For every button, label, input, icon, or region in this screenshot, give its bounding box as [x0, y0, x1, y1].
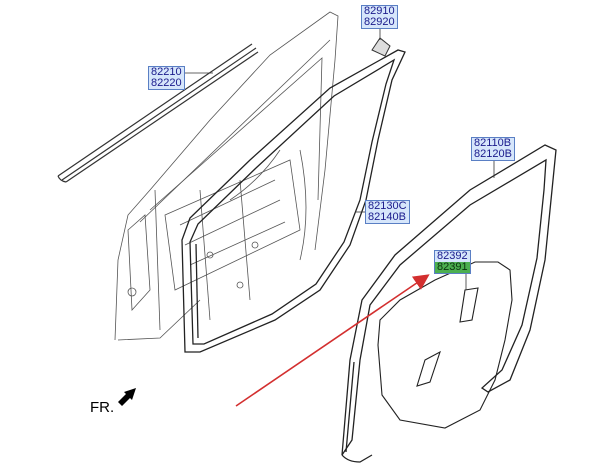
part-number-82130c: 82130C: [368, 200, 407, 212]
part-number-82140b: 82140B: [368, 211, 406, 223]
part-label-82910[interactable]: 82910 82920: [361, 5, 398, 29]
part-number-82392: 82392: [437, 250, 468, 262]
part-number-82120b: 82120B: [474, 148, 512, 160]
part-label-82210[interactable]: 82210 82220: [148, 66, 185, 90]
body-weatherstrip: [341, 144, 557, 463]
front-direction-label: FR.: [90, 399, 115, 416]
part-number-82210: 82210: [151, 66, 182, 78]
door-shell: [114, 11, 339, 341]
delta-cover-part: [371, 37, 391, 57]
belt-molding: [57, 43, 259, 183]
part-number-82910: 82910: [364, 5, 395, 17]
sealing-cover-panel: [377, 261, 513, 429]
part-number-82920: 82920: [364, 16, 395, 28]
part-number-82220: 82220: [151, 77, 182, 89]
front-direction-arrow: [118, 388, 136, 406]
red-pointer-arrow: [235, 274, 430, 407]
part-label-82392[interactable]: 82392 82391: [434, 250, 471, 274]
part-label-82130c[interactable]: 82130C 82140B: [365, 200, 410, 224]
door-weatherstrip: [181, 49, 406, 353]
leader-lines: [185, 29, 495, 290]
part-number-82110b: 82110B: [474, 137, 512, 149]
part-number-82391-highlighted: 82391: [435, 261, 470, 273]
part-label-82110b[interactable]: 82110B 82120B: [471, 137, 515, 161]
